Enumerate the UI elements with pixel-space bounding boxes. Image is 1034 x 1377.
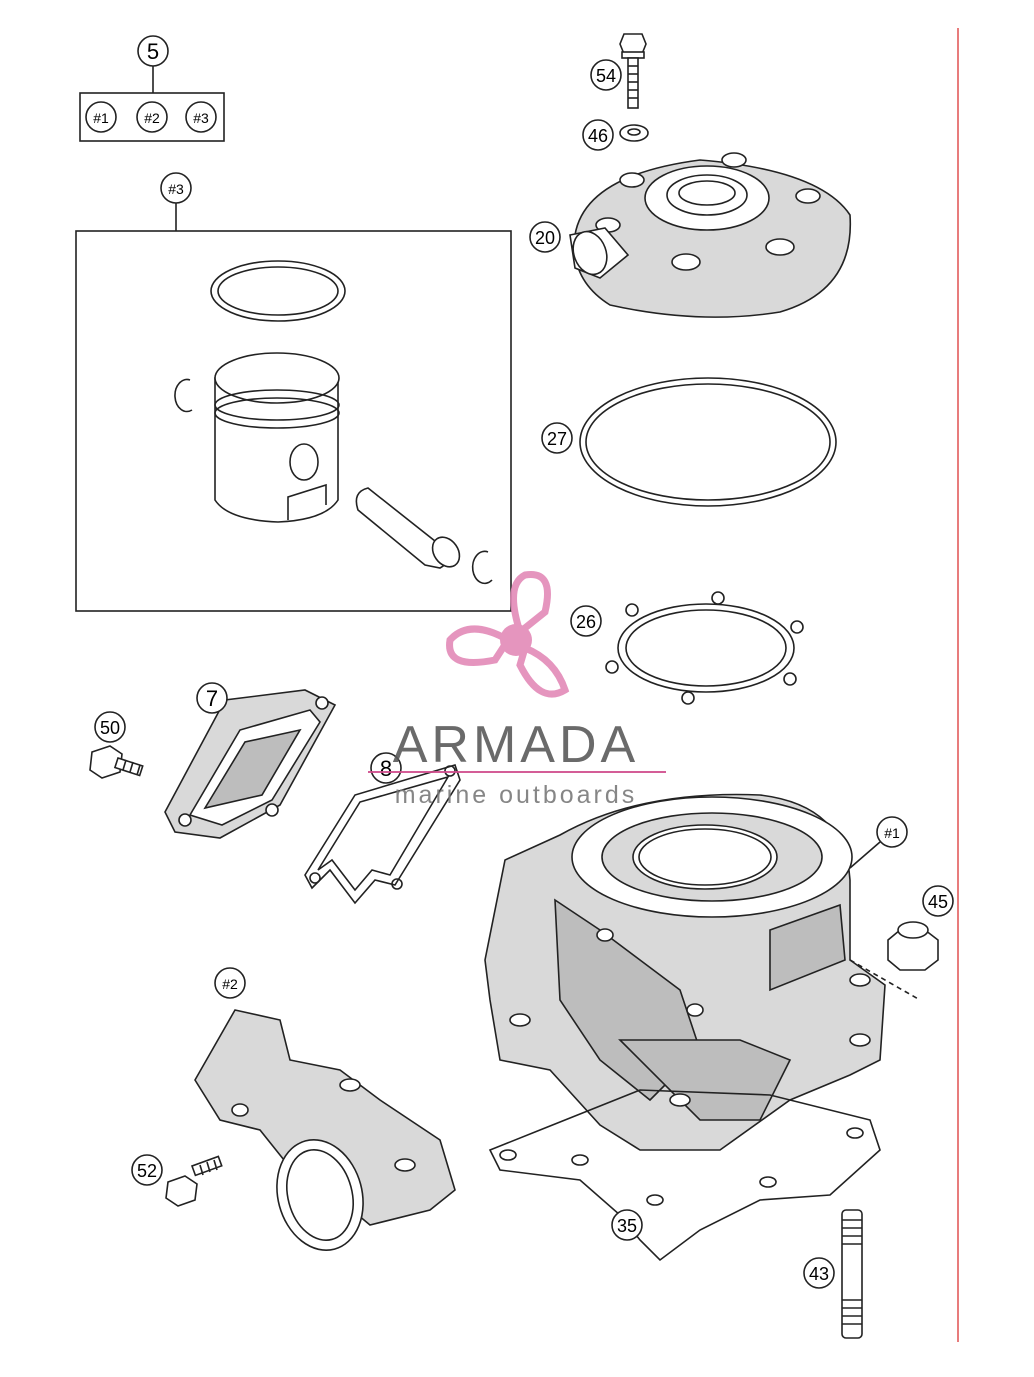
cylinder-head xyxy=(569,152,852,318)
callout-43: 43 xyxy=(803,1257,835,1289)
reed-valve-gasket xyxy=(304,764,461,905)
piston-pin xyxy=(355,487,461,569)
cylinder xyxy=(484,793,921,1151)
svg-text:50: 50 xyxy=(100,718,120,738)
svg-text:52: 52 xyxy=(137,1161,157,1181)
callout-46: 46 xyxy=(582,119,614,151)
svg-text:45: 45 xyxy=(928,892,948,912)
callout-cylinder-1: #1 xyxy=(876,816,908,848)
svg-text:20: 20 xyxy=(535,228,555,248)
piston-kit-box xyxy=(75,203,512,612)
reed-valve-screw xyxy=(89,745,144,779)
svg-text:54: 54 xyxy=(596,66,616,86)
callout-26: 26 xyxy=(570,605,602,637)
svg-text:#3: #3 xyxy=(168,181,184,197)
piston-ring xyxy=(210,260,346,322)
head-gasket xyxy=(605,591,804,705)
svg-text:43: 43 xyxy=(809,1264,829,1284)
cylinder-nut xyxy=(887,921,939,971)
callout-kit-3: #3 xyxy=(185,101,217,133)
reed-valve-housing xyxy=(164,689,337,839)
watermark: ARMADA marine outboards xyxy=(368,570,666,809)
callout-kit-1: #1 xyxy=(85,101,117,133)
callout-54: 54 xyxy=(590,59,622,91)
callouts: 5 #1 #2 #3 #3 54 46 20 27 26 7 50 8 #1 4… xyxy=(85,35,954,1289)
kit-5-group xyxy=(79,66,225,142)
cylinder-head-screw xyxy=(619,33,647,109)
watermark-title: ARMADA xyxy=(393,716,639,774)
svg-text:26: 26 xyxy=(576,612,596,632)
svg-text:5: 5 xyxy=(147,39,159,64)
callout-piston-kit-3: #3 xyxy=(160,172,192,204)
callout-50: 50 xyxy=(94,711,126,743)
callout-7: 7 xyxy=(196,682,228,714)
o-ring xyxy=(579,377,837,507)
callout-35: 35 xyxy=(611,1209,643,1241)
svg-text:46: 46 xyxy=(588,126,608,146)
svg-text:#2: #2 xyxy=(144,110,160,126)
svg-text:#2: #2 xyxy=(222,976,238,992)
svg-text:27: 27 xyxy=(547,429,567,449)
piston xyxy=(214,352,340,523)
svg-text:#1: #1 xyxy=(884,825,900,841)
circlip-right xyxy=(471,550,493,585)
svg-text:8: 8 xyxy=(380,756,392,781)
callout-kit-2: #2 xyxy=(136,101,168,133)
callout-52: 52 xyxy=(131,1154,163,1186)
propeller-logo-icon xyxy=(446,570,570,698)
washer xyxy=(619,124,649,142)
svg-text:7: 7 xyxy=(206,686,218,711)
exhaust-flange-screw xyxy=(165,1155,223,1207)
callout-27: 27 xyxy=(541,422,573,454)
callout-45: 45 xyxy=(922,885,954,917)
callout-20: 20 xyxy=(529,221,561,253)
callout-8: 8 xyxy=(370,752,402,784)
svg-text:35: 35 xyxy=(617,1216,637,1236)
exhaust-flange xyxy=(194,1009,456,1251)
stud-bolt xyxy=(841,1209,863,1339)
svg-text:#1: #1 xyxy=(93,110,109,126)
cylinder-base-gasket xyxy=(488,1089,881,1262)
callout-flange-2: #2 xyxy=(214,967,246,999)
svg-text:#3: #3 xyxy=(193,110,209,126)
watermark-subtitle: marine outboards xyxy=(395,781,638,809)
callout-5: 5 xyxy=(137,35,169,67)
circlip-left xyxy=(174,378,193,413)
